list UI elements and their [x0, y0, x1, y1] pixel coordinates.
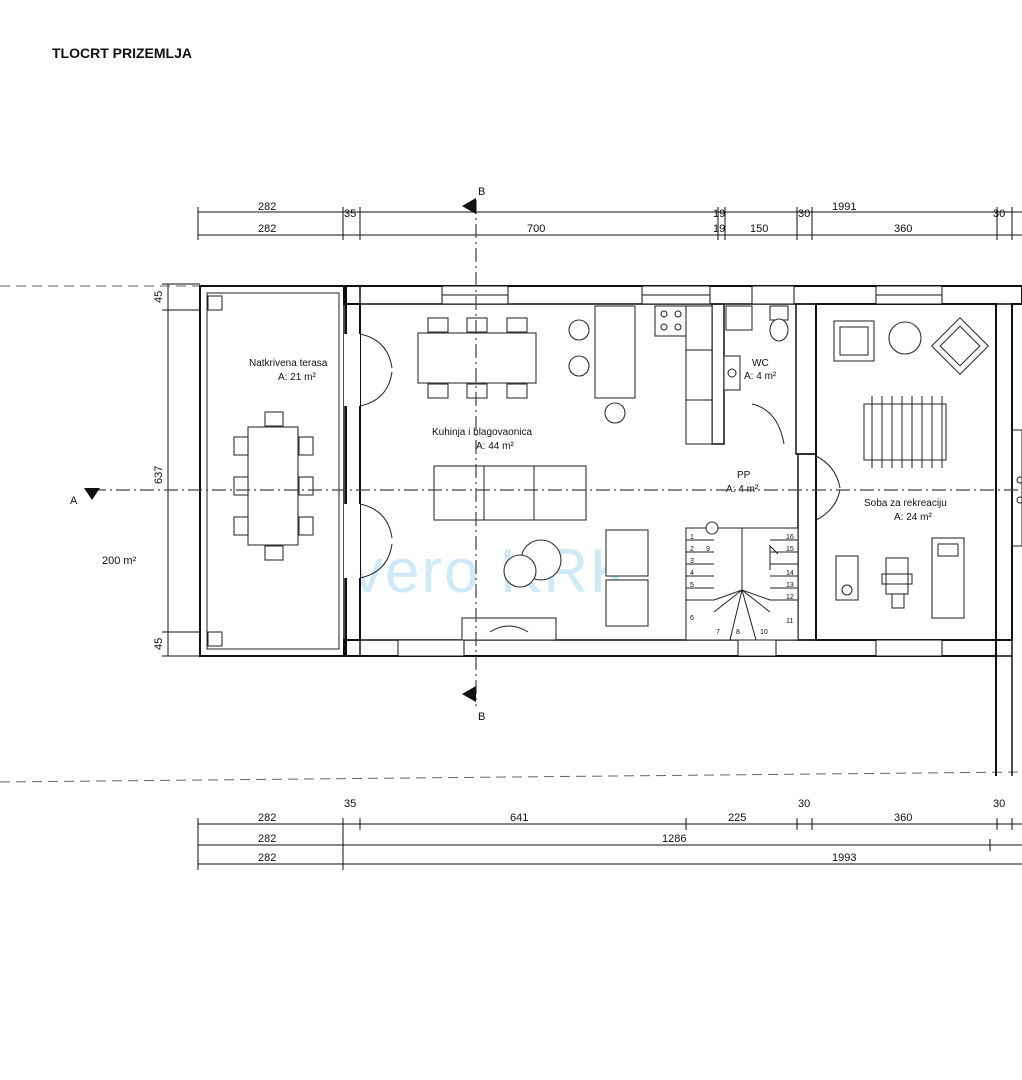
right-partial: [1011, 429, 1022, 547]
stair-step-number: 1: [690, 534, 694, 541]
dim-top-30b: 30: [993, 208, 1005, 220]
terrace-area: A: 21 m²: [278, 372, 316, 383]
terrace: [199, 285, 347, 657]
dim-bottom-30a: 30: [798, 798, 810, 810]
section-b-top-arrow: [462, 198, 476, 214]
section-b-bottom-label: B: [478, 711, 485, 723]
dim-left-637: 637: [153, 466, 165, 484]
dim-top-1991: 1991: [832, 201, 856, 213]
wc-area: A: 4 m²: [744, 371, 777, 382]
terrace-doors: [359, 333, 841, 579]
section-b-bottom-arrow: [462, 686, 476, 702]
stair-step-number: 6: [690, 615, 694, 622]
dim-bottom2-282: 282: [258, 833, 276, 845]
dim-bottom3-282: 282: [258, 852, 276, 864]
dim-top-19: 19: [713, 208, 725, 220]
stair-step-number: 3: [690, 558, 694, 565]
section-a-arrow: [84, 488, 100, 500]
stair-step-number: 14: [786, 570, 794, 577]
dim-bottom-360: 360: [894, 812, 912, 824]
stair-step-number: 5: [690, 582, 694, 589]
recreation-area: A: 24 m²: [894, 512, 932, 523]
recreation-furniture: [833, 316, 990, 619]
top-dimensions: 282 35 19 30 1991 30 282 700 19 150 30 3…: [197, 201, 1022, 240]
dim-top2-360: 360: [894, 223, 912, 235]
bottom-dimensions: 282 35 641 225 30 360 30 282 1286 282 19…: [197, 798, 1022, 870]
stair-step-number: 12: [786, 594, 794, 601]
recreation-name: Soba za rekreaciju: [864, 498, 947, 509]
dim-left-45a: 45: [153, 291, 165, 303]
kitchen-furniture: [417, 305, 713, 641]
dim-bottom-30b: 30: [993, 798, 1005, 810]
pp-name: PP: [737, 470, 751, 481]
dim-bottom-641: 641: [510, 812, 528, 824]
stair-step-number: 4: [690, 570, 694, 577]
stair-step-number: 15: [786, 546, 794, 553]
dim-top-35: 35: [344, 208, 356, 220]
stair-step-number: 13: [786, 582, 794, 589]
dim-bottom3-1993: 1993: [832, 852, 856, 864]
stair-step-number: 10: [760, 629, 768, 636]
kitchen-name: Kuhinja i blagovaonica: [432, 427, 533, 438]
dim-bottom-225: 225: [728, 812, 746, 824]
dim-top-30a: 30: [798, 208, 810, 220]
stair-step-number: 8: [736, 629, 740, 636]
plot-area-label: 200 m²: [102, 555, 137, 567]
staircase: [685, 521, 799, 641]
dim-bottom-35: 35: [344, 798, 356, 810]
stair-step-number: 16: [786, 534, 794, 541]
dim-top2-700: 700: [527, 223, 545, 235]
dim-bottom2-1286: 1286: [662, 833, 686, 845]
dim-left-45b: 45: [153, 638, 165, 650]
dim-top2-282: 282: [258, 223, 276, 235]
terrace-name: Natkrivena terasa: [249, 358, 328, 369]
plan-title: TLOCRT PRIZEMLJA: [52, 45, 192, 61]
stair-step-number: 2: [690, 546, 694, 553]
plot-boundary-bottom: [0, 771, 1022, 783]
section-a-label: A: [70, 495, 78, 507]
stair-step-numbers: 1 2 3 4 5 6 7 8 9 10 11 12 13 14 15 16: [690, 534, 794, 636]
wc-fixtures: [723, 305, 789, 391]
dim-top2-19: 19: [713, 223, 725, 235]
section-b-top-label: B: [478, 186, 485, 198]
wc-name: WC: [752, 358, 769, 369]
kitchen-area: A: 44 m²: [476, 441, 514, 452]
dim-top-282: 282: [258, 201, 276, 213]
stair-step-number: 7: [716, 629, 720, 636]
dim-bottom-282: 282: [258, 812, 276, 824]
dim-top2-150: 150: [750, 223, 768, 235]
stair-step-number: 11: [786, 618, 793, 625]
watermark: vero KRK: [352, 537, 633, 606]
left-dimensions: 45 637 45: [153, 283, 200, 657]
stair-step-number: 9: [706, 546, 710, 553]
